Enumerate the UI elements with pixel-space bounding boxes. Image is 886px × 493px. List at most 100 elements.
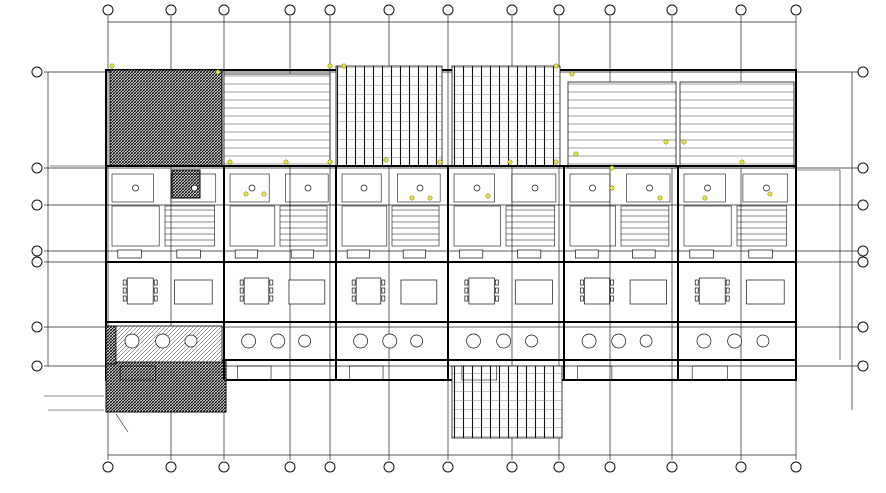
patio-table — [581, 333, 597, 349]
patio-table — [155, 333, 170, 349]
patio-table — [466, 333, 481, 349]
chair — [381, 279, 386, 286]
bathroom — [683, 173, 726, 203]
bathroom — [397, 173, 441, 203]
window-bay — [577, 365, 613, 381]
sofa — [290, 249, 314, 259]
bottom-pergola — [451, 365, 563, 439]
toilet — [304, 184, 312, 192]
light-fixture-marker — [227, 159, 233, 165]
patio-table — [124, 333, 140, 349]
sofa — [575, 249, 599, 259]
light-markers — [109, 63, 773, 201]
grid-bubble-top — [604, 4, 616, 16]
hatched-terrace-bottom-left — [105, 359, 227, 413]
light-fixture-marker — [383, 157, 389, 163]
dining-table — [468, 277, 495, 305]
chair — [122, 279, 127, 286]
grid-bubble-left — [31, 245, 43, 257]
light-fixture-marker — [485, 193, 491, 199]
hatched-terrace-top-left — [109, 69, 223, 167]
stair-block — [164, 205, 215, 247]
patio-table — [727, 333, 742, 349]
light-fixture-marker — [569, 71, 575, 77]
stair-block — [736, 205, 787, 247]
light-fixture-marker — [553, 159, 559, 165]
light-fixture-marker — [437, 159, 443, 165]
light-fixture-marker — [609, 165, 615, 171]
patio-table — [382, 333, 398, 349]
grid-bubble-right — [857, 245, 869, 257]
grid-bubble-bottom — [553, 461, 565, 473]
light-fixture-marker — [702, 195, 708, 201]
pergola-bottom — [451, 365, 563, 439]
dining-table — [243, 277, 270, 305]
chair — [153, 279, 158, 286]
lounge-area — [174, 279, 213, 305]
deck-3 — [679, 81, 795, 169]
chair — [239, 295, 244, 302]
chair — [495, 279, 499, 286]
grid-bubble-bottom — [218, 461, 230, 473]
patio-table — [241, 333, 256, 349]
light-fixture-marker — [341, 63, 347, 69]
grid-bubble-top — [102, 4, 114, 16]
kitchen-block — [111, 205, 160, 247]
toilet — [763, 184, 770, 192]
leader-lines — [44, 165, 841, 433]
grid-bubble-bottom — [666, 461, 678, 473]
unit-walls — [106, 165, 796, 380]
top-decks — [223, 65, 795, 169]
grid-bubble-right — [857, 321, 869, 333]
grid-bubble-bottom — [324, 461, 336, 473]
toilet — [531, 184, 539, 192]
light-fixture-marker — [507, 159, 513, 165]
grid-bubble-top — [553, 4, 565, 16]
window-bay — [461, 365, 498, 381]
grid-bubble-bottom — [165, 461, 177, 473]
chair — [269, 295, 274, 302]
stair-block — [505, 205, 556, 247]
chair — [464, 279, 469, 286]
grid-bubble-bottom — [604, 461, 616, 473]
sofa — [689, 249, 714, 259]
chair — [239, 287, 244, 294]
patio-chair — [410, 334, 423, 348]
building-outline — [105, 69, 797, 381]
chair — [610, 295, 614, 302]
bathroom — [341, 173, 382, 203]
patio-chair — [184, 334, 198, 348]
bathroom — [229, 173, 270, 203]
grid-bubble-top — [442, 4, 454, 16]
grid-bubble-right — [857, 256, 869, 268]
kitchen-block — [569, 205, 616, 247]
light-fixture-marker — [327, 159, 333, 165]
dining-table — [355, 277, 382, 305]
bathroom — [626, 173, 671, 203]
grid-bubble-right — [857, 66, 869, 78]
chair — [239, 279, 244, 286]
chair — [269, 287, 274, 294]
light-fixture-marker — [427, 195, 433, 201]
grid-bubble-top — [165, 4, 177, 16]
chair — [153, 287, 158, 294]
grid-bubble-bottom — [383, 461, 395, 473]
sofa — [459, 249, 484, 259]
chair — [610, 279, 614, 286]
grid-bubble-bottom — [442, 461, 454, 473]
light-fixture-marker — [215, 69, 221, 75]
chair — [610, 287, 614, 294]
chair — [725, 287, 730, 294]
light-fixture-marker — [327, 63, 333, 69]
grid-bubble-left — [31, 256, 43, 268]
light-fixture-marker — [739, 159, 745, 165]
kitchen-block — [453, 205, 501, 247]
toilet — [589, 184, 596, 192]
toilet — [248, 184, 256, 192]
light-fixture-marker — [283, 159, 289, 165]
toilet — [473, 184, 481, 192]
sofa — [402, 249, 426, 259]
grid-bubble-bottom — [102, 461, 114, 473]
toilet — [191, 184, 198, 192]
chair — [381, 287, 386, 294]
